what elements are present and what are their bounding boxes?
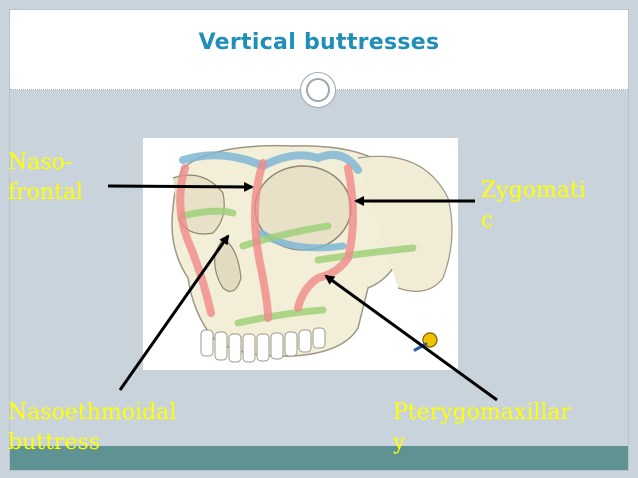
label-naso-frontal: Naso- frontal xyxy=(8,150,84,205)
green-buttress-3 xyxy=(314,244,417,264)
arrow-pterygomaxillary xyxy=(324,274,498,402)
slide-title: Vertical buttresses xyxy=(198,30,440,55)
bottom-band xyxy=(10,446,628,470)
teeth xyxy=(200,327,326,363)
red-buttress-1 xyxy=(176,164,215,317)
label-zygomatic: Zygomati c xyxy=(481,178,586,233)
skull-side xyxy=(357,155,453,292)
skull-drawing xyxy=(171,144,453,363)
label-pterygomaxillary: Pterygomaxillar y xyxy=(393,400,572,455)
arrow-nasoethmoidal xyxy=(118,234,230,391)
ring-ornament xyxy=(300,72,336,108)
nasal-cavity xyxy=(214,237,242,292)
red-buttress-2 xyxy=(250,159,272,322)
green-buttress-2 xyxy=(239,222,332,250)
pin-icon xyxy=(413,332,438,352)
skull-illustration xyxy=(143,138,458,370)
arrow-naso-frontal xyxy=(107,181,254,192)
green-buttress-4 xyxy=(234,306,327,327)
red-buttress-3 xyxy=(294,164,357,312)
label-nasoethmoidal: Nasoethmoidal buttress xyxy=(8,400,177,455)
blue-buttress-top xyxy=(179,151,362,174)
green-buttress-1 xyxy=(179,207,237,220)
